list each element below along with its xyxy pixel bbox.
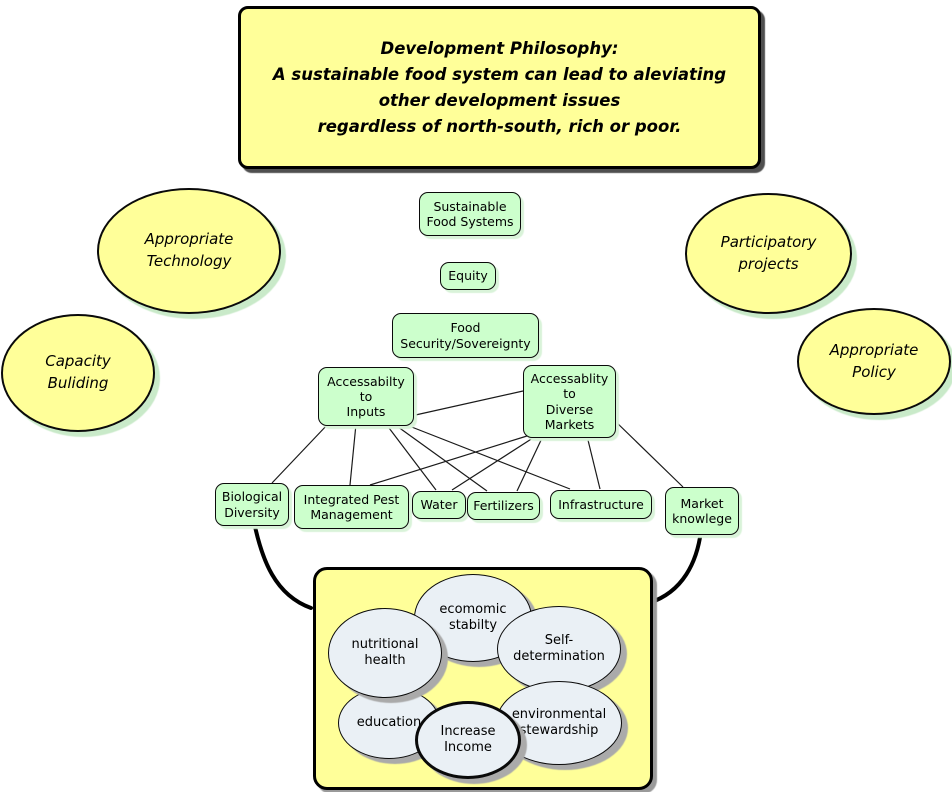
edge-inputs-infrastructure xyxy=(403,423,571,490)
curve-biodiversity-to-outcomes xyxy=(252,520,313,610)
philosophy-box: Development Philosophy: A sustainable fo… xyxy=(238,6,761,169)
edge-inputs-fertilizers xyxy=(393,423,488,492)
node-sustainable-food-systems: Sustainable Food Systems xyxy=(419,192,521,236)
node-accessablity-to-diverse-markets: Accessablity to Diverse Markets xyxy=(523,365,616,438)
node-integrated-pest-management: Integrated Pest Management xyxy=(294,485,409,529)
bubble-appropriate-technology: Appropriate Technology xyxy=(97,188,281,314)
bubble-nutritional-health: nutritional health xyxy=(328,608,442,698)
node-biological-diversity: Biological Diversity xyxy=(215,483,289,526)
bubble-self-determination: Self- determination xyxy=(497,606,621,692)
node-water: Water xyxy=(412,491,466,519)
edge-markets-fertilizers xyxy=(516,435,544,492)
node-equity: Equity xyxy=(440,262,496,290)
edge-markets-water xyxy=(451,435,537,491)
edge-inputs-markets xyxy=(410,390,524,417)
curve-market-knowlege-to-outcomes xyxy=(647,529,703,605)
edge-markets-integrated-pest-management xyxy=(369,435,528,486)
bubble-participatory-projects: Participatory projects xyxy=(685,193,852,314)
edge-inputs-water xyxy=(385,423,437,491)
edge-inputs-biological-diversity xyxy=(271,423,329,484)
node-market-knowlege: Market knowlege xyxy=(665,487,739,535)
node-food-security-sovereignty: Food Security/Sovereignty xyxy=(392,313,539,358)
bubble-increase-income: Increase Income xyxy=(415,701,521,779)
node-infrastructure: Infrastructure xyxy=(550,490,652,519)
edge-markets-market-knowlege xyxy=(612,418,684,488)
edge-inputs-integrated-pest-management xyxy=(349,423,357,486)
node-fertilizers: Fertilizers xyxy=(467,492,540,520)
bubble-capacity-buliding: Capacity Buliding xyxy=(1,314,155,432)
bubble-appropriate-policy: Appropriate Policy xyxy=(797,308,951,415)
edge-markets-infrastructure xyxy=(586,435,601,490)
node-accessabilty-to-inputs: Accessabilty to Inputs xyxy=(318,367,414,426)
outcomes-box: ecomomic stabilty Self- determination ed… xyxy=(313,567,653,790)
